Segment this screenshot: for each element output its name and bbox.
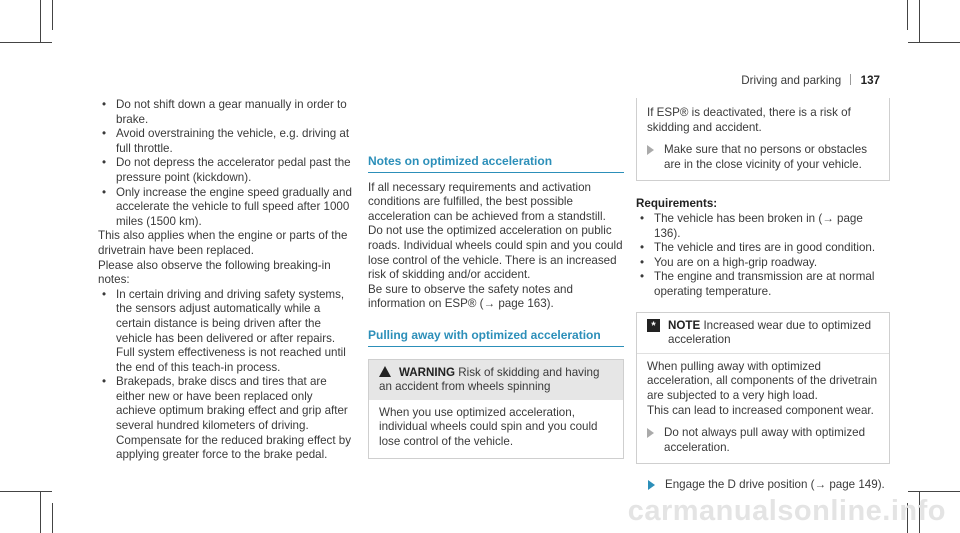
list-item: •You are on a high-grip roadway. [640, 255, 818, 269]
list-item: •Avoid overstraining the vehicle, e.g. d… [102, 127, 350, 155]
warning-icon [379, 365, 391, 377]
list-item: •In certain driving and driving safety s… [102, 287, 346, 374]
paragraph: When pulling away with optimized acceler… [647, 359, 878, 402]
page-number: 137 [860, 74, 880, 87]
crop-mark [40, 0, 41, 42]
paragraph: This can lead to increased component wea… [647, 403, 874, 417]
warning-header: WARNING Risk of skidding and having an a… [369, 359, 623, 400]
list-item: •The engine and transmission are at norm… [640, 270, 875, 298]
note-label: NOTE [668, 318, 701, 332]
watermark: carmanualsonline.info [627, 495, 946, 527]
note-box: * NOTE Increased wear due to optimized a… [636, 311, 890, 465]
list-item: •Only increase the engine speed graduall… [102, 185, 352, 228]
crop-mark [0, 491, 52, 492]
crop-mark [40, 491, 41, 533]
paragraph: Do not use the optimized acceleration on… [368, 224, 623, 282]
instruction-step: Make sure that no persons or obstacles a… [647, 143, 879, 172]
warning-box-continued: If ESP® is deactivated, there is a risk … [636, 98, 890, 182]
note-icon: * [647, 318, 660, 332]
crop-mark [908, 42, 960, 43]
section-heading: Notes on optimized acceleration [368, 154, 624, 173]
crop-mark [919, 491, 920, 533]
warning-label: WARNING [399, 365, 456, 379]
instruction-step: Engage the D drive position (→ page 149)… [636, 478, 890, 493]
list-item: •Do not depress the accelerator pedal pa… [102, 156, 351, 184]
step-arrow-icon [647, 428, 654, 439]
list-item: •Do not shift down a gear manually in or… [102, 98, 347, 126]
list-item: •Brakepads, brake discs and tires that a… [102, 375, 352, 462]
warning-box: WARNING Risk of skidding and having an a… [368, 358, 624, 459]
crop-mark [908, 491, 960, 492]
list-item: •The vehicle has been broken in (→ page … [640, 211, 863, 240]
note-title: Increased wear due to optimized accelera… [668, 318, 872, 347]
running-header: Driving and parking 137 [741, 74, 880, 89]
instruction-step: Do not always pull away with optimized a… [647, 426, 879, 455]
column-2: Notes on optimized acceleration If all n… [368, 98, 624, 459]
column-3: If ESP® is deactivated, there is a risk … [636, 98, 890, 493]
crop-mark [907, 503, 908, 533]
section-heading: Pulling away with optimized acceleration [368, 328, 624, 347]
crop-mark [0, 42, 52, 43]
paragraph: If ESP® is deactivated, there is a risk … [647, 106, 851, 134]
list-item: •The vehicle and tires are in good condi… [640, 241, 876, 255]
warning-body: When you use optimized acceleration, ind… [379, 405, 598, 448]
paragraph: This also applies when the engine or par… [98, 229, 348, 257]
step-arrow-icon [647, 145, 654, 156]
crop-mark [907, 0, 908, 30]
paragraph: Please also observe the following breaki… [98, 258, 331, 287]
step-arrow-icon [648, 480, 655, 491]
note-header: * NOTE Increased wear due to optimized a… [637, 312, 889, 353]
crop-mark [919, 0, 920, 42]
header-divider [850, 74, 852, 85]
column-1: •Do not shift down a gear manually in or… [98, 98, 354, 463]
paragraph: Be sure to observe the safety notes and … [368, 282, 573, 311]
crop-mark [52, 0, 53, 30]
warning-title: Risk of skidding and having an accident … [379, 365, 600, 394]
crop-mark [52, 503, 53, 533]
requirements-label: Requirements: [636, 197, 718, 211]
section-title: Driving and parking [741, 74, 842, 87]
paragraph: If all necessary requirements and activa… [368, 180, 606, 223]
